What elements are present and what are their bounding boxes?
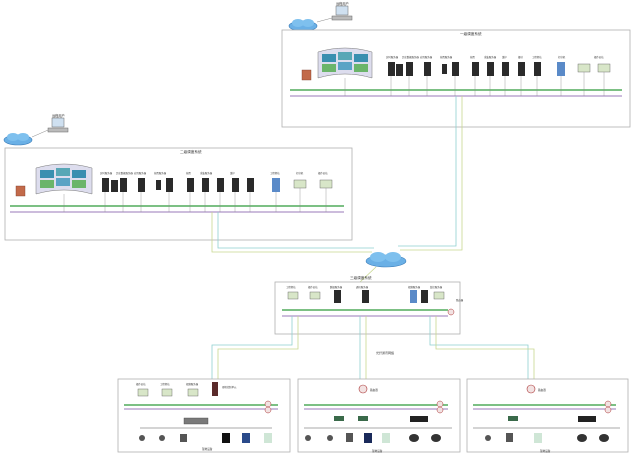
comm-label: 光纤通讯网络	[376, 350, 394, 355]
top-printer-icon	[557, 62, 565, 76]
center-router-icon	[447, 308, 455, 316]
top-server-label: 采集服务器	[484, 55, 497, 59]
top-workstation-1	[577, 63, 591, 73]
top-firewall-icon	[301, 69, 312, 81]
center-label: 监控服务器	[430, 285, 443, 289]
mid-server-label: 历史数据服务器	[116, 171, 133, 175]
mid-server-label: 工程师站	[270, 171, 280, 175]
mid-system-title: 二级调度系统	[180, 149, 202, 154]
site1-label: 工程师站	[160, 382, 170, 386]
mid-printer-icon	[272, 178, 280, 192]
top-cloud-icon	[288, 19, 318, 32]
top-system-title: 一级调度系统	[460, 31, 482, 36]
site2-router-icon	[358, 384, 368, 394]
top-server-label: 实时服务器	[386, 55, 399, 59]
site3-router-icon	[526, 384, 536, 394]
mid-system-panel: 二级调度系统 实时服务器 历史数据服务器 应用服务器 前置服务器 前置 采集服务…	[4, 147, 353, 241]
center-system-title: 三级调度系统	[350, 275, 372, 280]
center-system-panel: 三级调度系统 工程师站 操作员站 数据服务器 通讯服务器 视频服务器 监控服务器…	[274, 275, 464, 335]
distribution-links	[211, 316, 535, 392]
mid-cloud-icon	[3, 133, 33, 146]
mid-server-label: 打印机	[296, 171, 304, 175]
mid-firewall-icon	[15, 185, 26, 197]
mid-cloud-link	[31, 129, 49, 138]
mid-server-label: 前置服务器	[154, 171, 167, 175]
top-server-label: 工程师站	[532, 55, 542, 59]
central-cloud-icon	[365, 252, 407, 268]
mid-server-label: 前置	[186, 171, 191, 175]
top-server-label: 应用服务器	[420, 55, 433, 59]
top-server-label: 备份	[518, 55, 523, 59]
top-workstation-2	[597, 63, 611, 73]
top-cloud-link	[316, 17, 333, 23]
cloud-to-center-link	[359, 266, 377, 283]
mid-servers	[102, 178, 254, 192]
bottom-site-1: 操作员站 工程师站 视频服务器 现地控制单元 现地设备	[117, 378, 291, 453]
mid-server-label: 维护	[230, 171, 235, 175]
bottom-site-2: 路由器 现地设备	[297, 378, 461, 453]
mid-server-label: 应用服务器	[134, 171, 147, 175]
site1-cabinet-label: 现地控制单元	[222, 385, 237, 389]
mid-remote-user: 远程用户	[47, 113, 69, 133]
top-server-label: 前置	[470, 55, 475, 59]
site2-bottom-label: 现地设备	[372, 449, 383, 453]
site3-bottom-label: 现地设备	[540, 449, 551, 453]
top-server-label: 维护	[502, 55, 507, 59]
site3-router-label: 路由器	[538, 388, 546, 392]
site1-bottom-label: 现地设备	[202, 447, 213, 451]
mid-workstation-2	[319, 179, 333, 189]
top-server-label: 操作员站	[594, 55, 604, 59]
top-servers	[388, 62, 541, 76]
site1-label: 视频服务器	[186, 382, 199, 386]
center-label: 工程师站	[286, 285, 296, 289]
top-server-label: 历史数据服务器	[402, 55, 419, 59]
center-label: 视频服务器	[408, 285, 421, 289]
backbone-links	[211, 96, 463, 253]
top-server-label: 打印机	[558, 55, 566, 59]
mid-workstation-1	[293, 179, 307, 189]
center-label: 数据服务器	[330, 285, 343, 289]
center-label: 操作员站	[308, 285, 318, 289]
mid-server-label: 操作员站	[318, 171, 328, 175]
center-router-label: 路由器	[456, 298, 464, 302]
center-label: 通讯服务器	[356, 285, 369, 289]
svg-text:远程用户: 远程用户	[336, 1, 349, 6]
mid-server-label: 实时服务器	[100, 171, 113, 175]
site2-router-label: 路由器	[370, 388, 378, 392]
top-remote-user: 远程用户	[331, 1, 353, 21]
bottom-site-3: 路由器 现地设备	[466, 378, 629, 453]
top-server-label: 前置服务器	[440, 55, 453, 59]
site1-label: 操作员站	[136, 382, 146, 386]
svg-text:远程用户: 远程用户	[52, 113, 65, 118]
mid-server-label: 采集服务器	[200, 171, 213, 175]
